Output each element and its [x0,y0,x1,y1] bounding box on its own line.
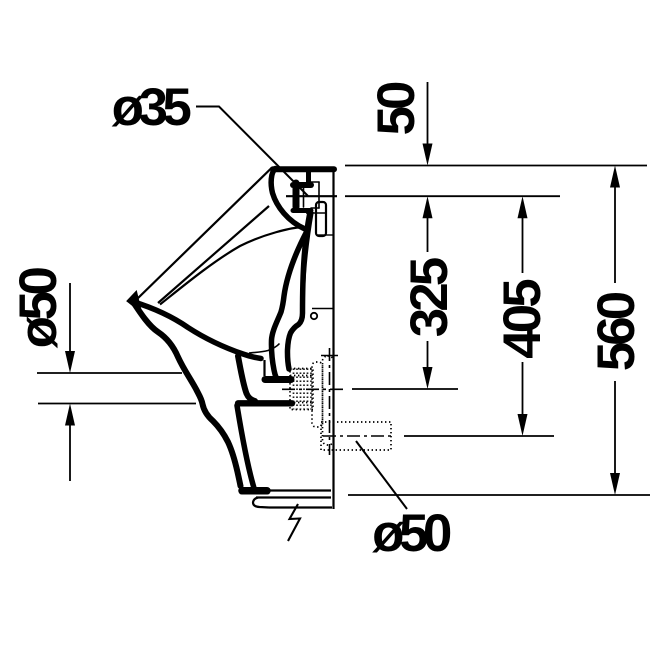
svg-text:560: 560 [587,292,646,371]
svg-text:ø50: ø50 [372,504,451,563]
svg-text:ø50: ø50 [9,268,68,349]
svg-text:ø35: ø35 [112,78,191,137]
svg-text:325: 325 [400,258,459,337]
svg-text:405: 405 [493,280,552,359]
svg-text:50: 50 [367,82,426,135]
